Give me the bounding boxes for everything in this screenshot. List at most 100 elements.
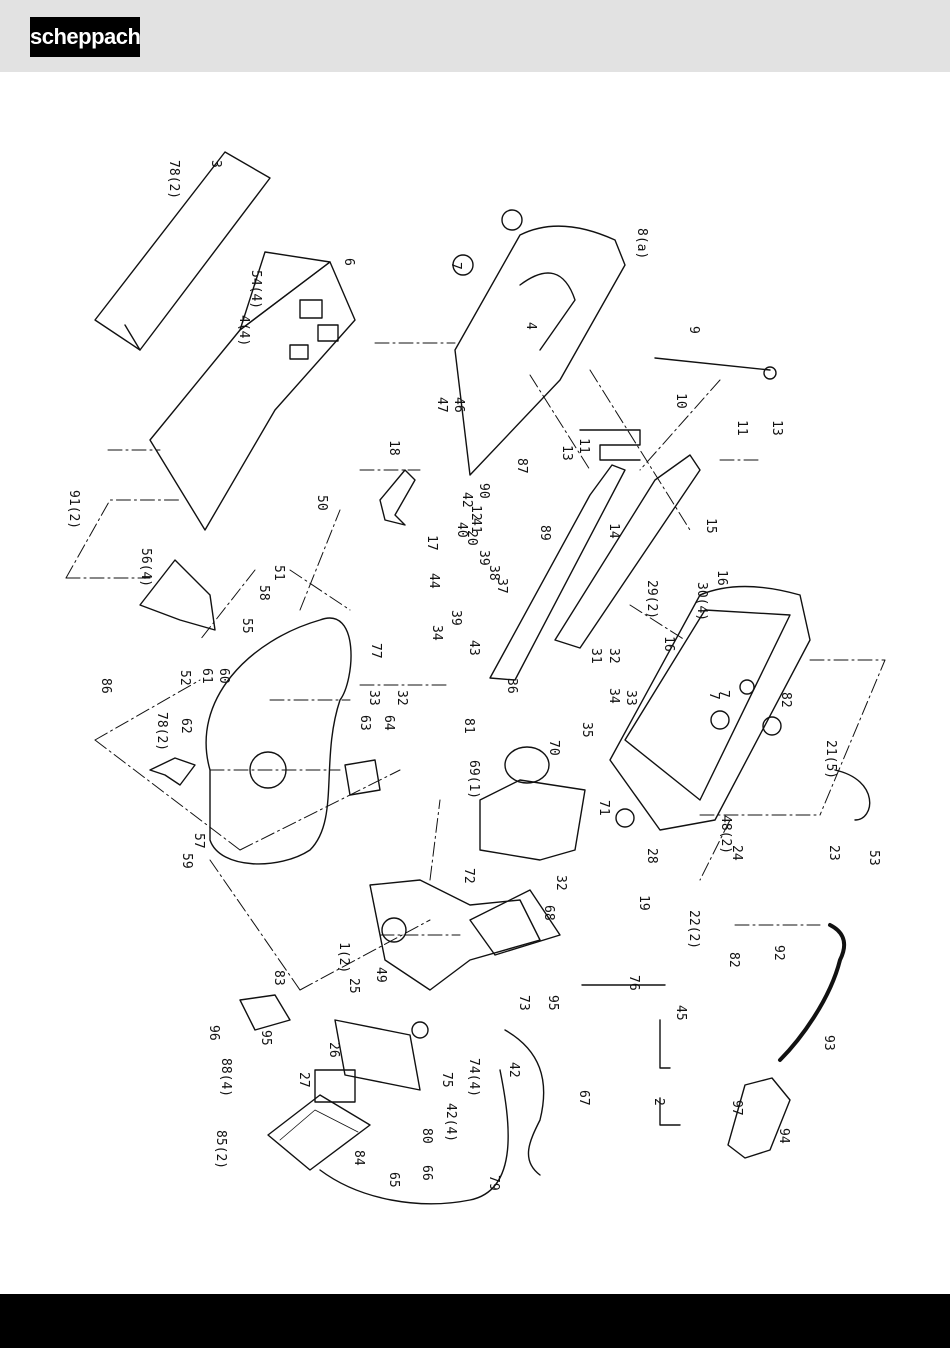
- part-label: 87: [514, 458, 529, 474]
- part-label: 4(4): [236, 315, 251, 346]
- part-label: 48(2): [718, 815, 733, 854]
- part-label: 89: [537, 525, 552, 541]
- part-label: 97: [729, 1100, 744, 1116]
- part-label: 46: [451, 397, 466, 413]
- part-label: 1(2): [336, 942, 351, 973]
- part-label: 16: [661, 636, 676, 652]
- part-label: 93: [821, 1035, 836, 1051]
- part-label: 55: [239, 618, 254, 634]
- part-label: 82: [778, 692, 793, 708]
- part-label: 57: [191, 833, 206, 849]
- part-label: 62: [178, 718, 193, 734]
- part-label: 49: [373, 967, 388, 983]
- part-label: 22(2): [686, 910, 701, 949]
- part-label: 11: [576, 438, 591, 454]
- part-label: 78(2): [154, 712, 169, 751]
- part-label: 27: [296, 1072, 311, 1088]
- part-label: 2: [651, 1098, 666, 1106]
- part-label: 14: [606, 523, 621, 539]
- part-label: 72: [461, 868, 476, 884]
- part-label: 7: [706, 692, 721, 700]
- part-label: 56(4): [138, 548, 153, 587]
- part-label: 86: [98, 678, 113, 694]
- part-label: 96: [206, 1025, 221, 1041]
- part-label: 59: [179, 853, 194, 869]
- page-header: scheppach: [0, 0, 950, 72]
- part-label: 33: [366, 690, 381, 706]
- part-label: 39: [476, 550, 491, 566]
- part-label: 83: [271, 970, 286, 986]
- part-label: 53: [866, 850, 881, 866]
- part-label: 90: [476, 483, 491, 499]
- part-label: 52: [177, 670, 192, 686]
- part-label: 15: [703, 518, 718, 534]
- part-label: 35: [579, 722, 594, 738]
- part-label: 19: [636, 895, 651, 911]
- part-label: 8(a): [634, 228, 649, 259]
- part-label: 94: [776, 1128, 791, 1144]
- part-label: 34: [429, 625, 444, 641]
- part-label: 47: [434, 397, 449, 413]
- part-label: 70: [546, 740, 561, 756]
- part-label: 23: [826, 845, 841, 861]
- part-label: 10: [673, 393, 688, 409]
- part-label: 9: [686, 326, 701, 334]
- part-label: 20: [464, 530, 479, 546]
- part-label: 26: [326, 1042, 341, 1058]
- part-label: 28: [644, 848, 659, 864]
- part-label: 76: [626, 975, 641, 991]
- part-label: 29(2): [644, 580, 659, 619]
- part-label: 45: [673, 1005, 688, 1021]
- part-label: 64: [381, 715, 396, 731]
- part-label: 36: [504, 678, 519, 694]
- part-label: 42(4): [443, 1103, 458, 1142]
- part-label: 32: [394, 690, 409, 706]
- part-label: 42: [506, 1062, 521, 1078]
- part-label: 79: [486, 1175, 501, 1191]
- part-label: 37: [494, 578, 509, 594]
- part-label: 42: [459, 492, 474, 508]
- exploded-parts-diagram: 78(2)3654(4)4(4)78(a)4910111346471811138…: [65, 151, 886, 1205]
- part-label: 88(4): [218, 1058, 233, 1097]
- part-label: 43: [466, 640, 481, 656]
- part-label: 61: [199, 668, 214, 684]
- part-label: 73: [516, 995, 531, 1011]
- part-label: 78(2): [166, 160, 181, 199]
- part-label: 67: [576, 1090, 591, 1106]
- part-label: 12: [468, 505, 483, 521]
- part-label: 68: [541, 905, 556, 921]
- part-label: 63: [357, 715, 372, 731]
- part-label: 92: [771, 945, 786, 961]
- part-label: 65: [386, 1172, 401, 1188]
- part-label: 32: [606, 648, 621, 664]
- part-label: 21(5): [823, 740, 838, 779]
- part-label: 17: [424, 535, 439, 551]
- part-label: 13: [559, 445, 574, 461]
- part-label: 32: [553, 875, 568, 891]
- part-label: 95: [545, 995, 560, 1011]
- part-label: 44: [426, 573, 441, 589]
- part-label: 41: [468, 518, 483, 534]
- part-label: 40: [454, 522, 469, 538]
- part-label: 4: [523, 322, 538, 330]
- part-label: 11: [734, 420, 749, 436]
- part-label: 34: [606, 688, 621, 704]
- part-label: 31: [588, 648, 603, 664]
- part-label: 71: [596, 800, 611, 816]
- part-label: 69(1): [466, 760, 481, 799]
- part-label: 33: [623, 690, 638, 706]
- part-label: 38: [486, 565, 501, 581]
- part-label: 3: [208, 160, 223, 168]
- part-label: 51: [271, 565, 286, 581]
- part-label: 39: [448, 610, 463, 626]
- part-label: 7: [448, 262, 463, 270]
- part-label: 18: [386, 440, 401, 456]
- part-label: 24: [729, 845, 744, 861]
- part-label: 74(4): [466, 1058, 481, 1097]
- part-label: 80: [419, 1128, 434, 1144]
- part-label: 95: [258, 1030, 273, 1046]
- part-label: 91(2): [66, 490, 81, 529]
- part-label: 82: [726, 952, 741, 968]
- brand-logo: scheppach: [30, 17, 141, 57]
- part-label: 54(4): [248, 270, 263, 309]
